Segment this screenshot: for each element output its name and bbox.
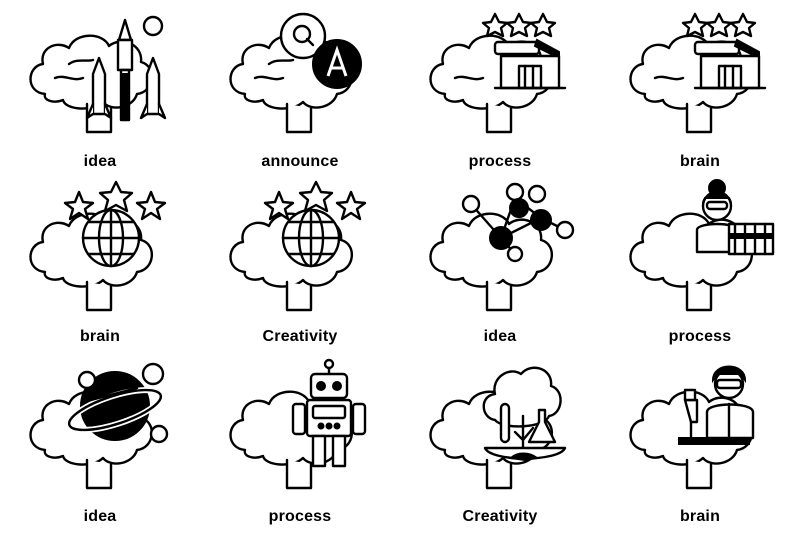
rated-house-icon <box>629 12 767 134</box>
molecule-atoms-icon <box>461 182 575 263</box>
rated-globe-icon <box>29 180 167 312</box>
icon-cell-7: idea <box>400 178 600 356</box>
scientist-microscope-icon <box>629 365 755 490</box>
rocket-city-icon <box>29 15 167 134</box>
scientist-icon <box>695 179 775 256</box>
icon-label: brain <box>79 328 121 345</box>
icon-cell-2: announce <box>200 0 400 178</box>
scientist-microscope-figure-icon <box>677 365 755 445</box>
rated-house-icon <box>429 12 567 134</box>
icon-cell-3: process <box>400 0 600 178</box>
icon-label: Creativity <box>462 508 538 525</box>
planet-icon <box>29 362 169 490</box>
icon-label: brain <box>679 153 721 170</box>
robot-icon <box>229 358 367 490</box>
icon-label: brain <box>679 508 721 525</box>
icon-label: process <box>268 508 332 525</box>
tree-lab-icon <box>429 366 567 490</box>
qa-chat-icon <box>229 12 362 134</box>
icon-label: idea <box>483 328 517 345</box>
house-stars-icon <box>681 12 767 90</box>
icon-label: idea <box>83 153 117 170</box>
icon-cell-4: brain <box>600 0 800 178</box>
icon-cell-11: Creativity <box>400 356 600 534</box>
icon-cell-8: process <box>600 178 800 356</box>
globe-stars-icon <box>263 180 367 268</box>
icon-cell-12: brain <box>600 356 800 534</box>
molecule-icon <box>429 182 575 312</box>
tree-flasks-icon <box>482 366 567 462</box>
icon-label: announce <box>261 153 339 170</box>
icon-cell-1: idea <box>0 0 200 178</box>
saturn-icon <box>66 362 169 444</box>
house-stars-icon <box>481 12 567 90</box>
icon-label: process <box>668 328 732 345</box>
globe-stars-icon <box>63 180 167 268</box>
icon-cell-6: Creativity <box>200 178 400 356</box>
brain-icon <box>29 34 153 134</box>
icon-cell-5: brain <box>0 178 200 356</box>
icon-label: process <box>468 153 532 170</box>
rockets-icon <box>85 15 167 122</box>
scientist-test-tubes-icon <box>629 179 775 312</box>
robot-figure-icon <box>291 358 367 468</box>
icon-cell-10: process <box>200 356 400 534</box>
rated-globe-icon <box>229 180 367 312</box>
icon-label: idea <box>83 508 117 525</box>
brain-icon <box>429 212 553 312</box>
speech-bubbles-icon <box>279 12 362 89</box>
icon-label: Creativity <box>262 328 338 345</box>
icon-cell-9: idea <box>0 356 200 534</box>
